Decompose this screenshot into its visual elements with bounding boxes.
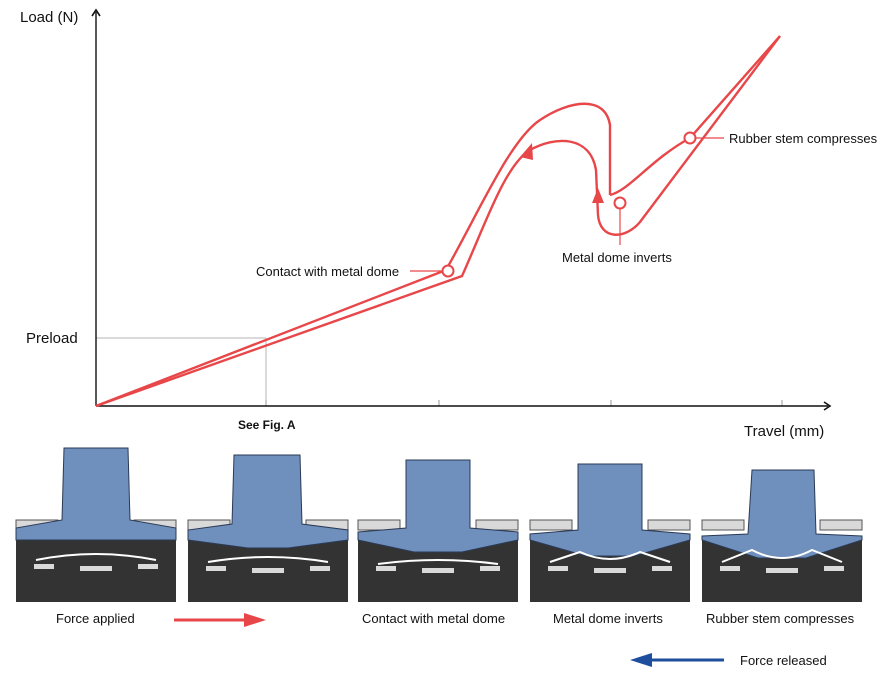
force-applied-curve [95,102,612,408]
caption-contact: Contact with metal dome [362,611,505,626]
contact-pad-center [252,568,284,573]
rubber-stem [357,459,519,553]
contact-pad-left [548,566,568,571]
rubber-stem [701,469,863,559]
contact-pad-center [594,568,626,573]
metal-dome [35,553,157,561]
stage-force-applied [15,447,177,602]
rubber-stem [529,463,691,557]
curve-direction-arrow-up-2 [592,188,604,203]
contact-pad-center [422,568,454,573]
contact-pad-center [80,566,112,571]
force-applied-arrow-head [244,613,266,627]
stage-contact [357,459,519,602]
top-plate-left [529,519,573,531]
rubber-stem [15,447,177,541]
force-released-curve [95,35,781,408]
stage-compresses [701,469,863,602]
contact-pad-right [652,566,672,571]
contact-pad-right [480,566,500,571]
force-released-arrow-head [630,653,652,667]
caption-compresses: Rubber stem compresses [706,611,855,626]
force-released-label: Force released [740,653,827,668]
metal-dome [377,559,499,565]
caption-inverts: Metal dome inverts [553,611,663,626]
top-plate-right [819,519,863,531]
top-plate-left [701,519,745,531]
see-fig-a-label: See Fig. A [238,418,296,432]
upper-return-curve [609,35,781,197]
rubber-stem [187,454,349,549]
contact-pad-center [766,568,798,573]
contact-pad-right [310,566,330,571]
compresses-annotation: Rubber stem compresses [729,131,878,146]
force-travel-graph: Load (N) Travel (mm) Preload See Fig. A … [20,8,878,440]
top-plate-right [647,519,691,531]
preload-label: Preload [26,330,78,347]
stage-preload [187,454,349,602]
y-axis-title: Load (N) [20,9,78,26]
inverts-marker [613,196,627,210]
force-applied-label: Force applied [56,611,135,626]
contact-marker [441,264,455,278]
compresses-marker [683,131,697,145]
top-plate-left [357,519,401,531]
contact-pad-left [34,564,54,569]
contact-pad-left [376,566,396,571]
inverts-annotation: Metal dome inverts [562,250,672,265]
stage-inverts [529,463,691,602]
metal-dome [721,548,843,563]
contact-pad-left [206,566,226,571]
metal-dome [549,550,671,563]
contact-pad-right [138,564,158,569]
curve-direction-arrow-up-1 [520,143,533,160]
contact-pad-right [824,566,844,571]
top-plate-right [475,519,519,531]
metal-dome [207,556,329,563]
contact-pad-left [720,566,740,571]
x-axis-title: Travel (mm) [744,423,824,440]
contact-annotation: Contact with metal dome [256,264,399,279]
